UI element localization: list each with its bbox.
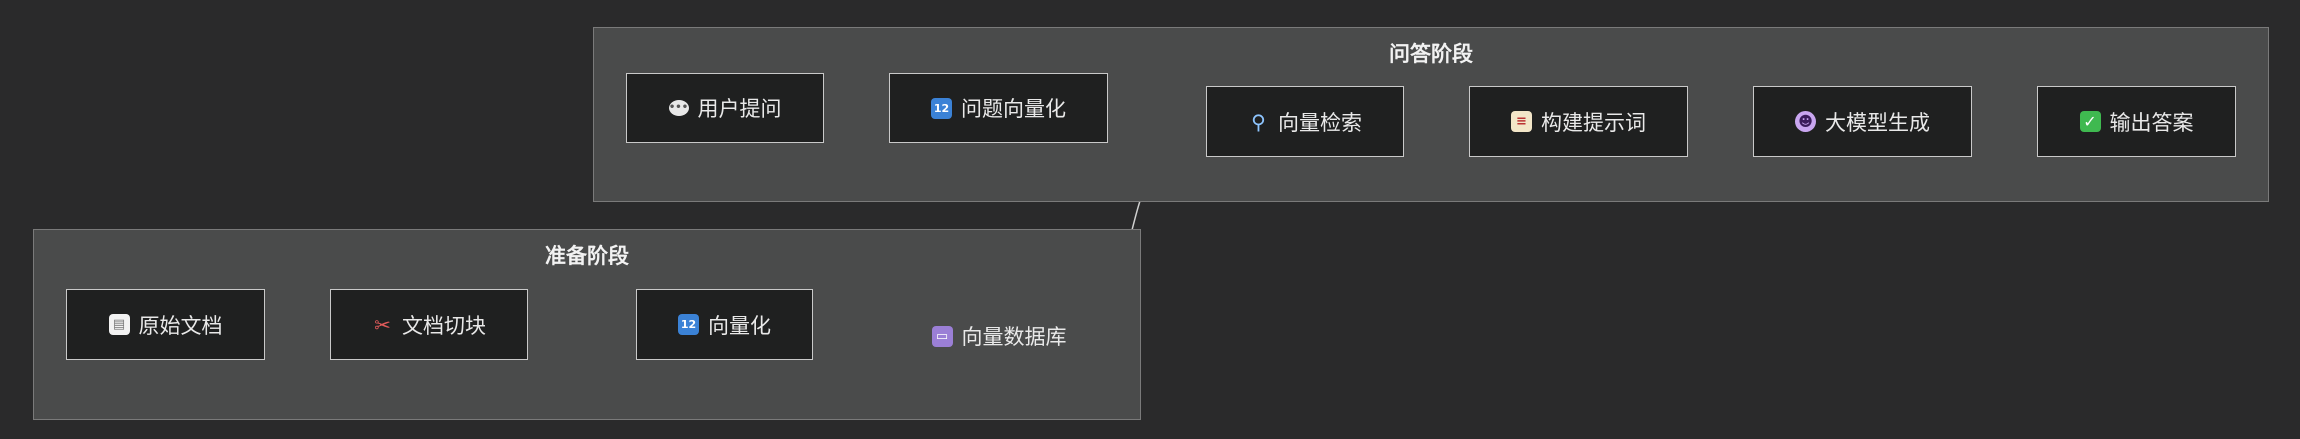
- speech-bubble-icon: •••: [668, 100, 689, 116]
- node-document-chunking[interactable]: ✂ 文档切块: [330, 289, 528, 360]
- node-question-vectorize[interactable]: 12 问题向量化: [889, 73, 1108, 143]
- node-llm-generate[interactable]: ☻ 大模型生成: [1753, 86, 1972, 157]
- robot-icon: ☻: [1795, 111, 1816, 132]
- node-label: 向量数据库: [961, 325, 1067, 349]
- node-label: 问题向量化: [961, 97, 1066, 121]
- node-user-question[interactable]: ••• 用户提问: [626, 73, 824, 143]
- node-build-prompt[interactable]: ≡ 构建提示词: [1469, 86, 1688, 157]
- prep-stage-title: 准备阶段: [545, 244, 629, 268]
- database-icon: ▭: [931, 325, 953, 347]
- node-label: 原始文档: [138, 313, 223, 338]
- qa-stage-title: 问答阶段: [1389, 42, 1473, 66]
- node-label: 大模型生成: [1825, 110, 1930, 135]
- node-vector-search[interactable]: ⚲ 向量检索: [1206, 86, 1404, 157]
- input-numbers-icon: 12: [678, 314, 699, 335]
- node-label: 构建提示词: [1541, 110, 1646, 135]
- node-output-answer[interactable]: ✓ 输出答案: [2037, 86, 2236, 157]
- node-vector-database[interactable]: ▭ 向量数据库: [919, 305, 1079, 367]
- qa-stage-cluster: 问答阶段: [593, 27, 2269, 202]
- node-vectorize[interactable]: 12 向量化: [636, 289, 813, 360]
- node-label: 输出答案: [2109, 110, 2194, 135]
- node-label: 向量化: [708, 313, 771, 338]
- magnifier-icon: ⚲: [1251, 109, 1266, 134]
- input-numbers-icon: 12: [931, 97, 952, 119]
- scissors-icon: ✂: [374, 312, 391, 337]
- node-label: 用户提问: [697, 97, 782, 121]
- node-label: 文档切块: [402, 313, 486, 338]
- clipboard-icon: ≡: [1511, 111, 1532, 132]
- document-icon: ▤: [108, 314, 130, 335]
- check-mark-icon: ✓: [2079, 111, 2101, 132]
- node-raw-documents[interactable]: ▤ 原始文档: [66, 289, 265, 360]
- node-label: 向量检索: [1278, 110, 1362, 135]
